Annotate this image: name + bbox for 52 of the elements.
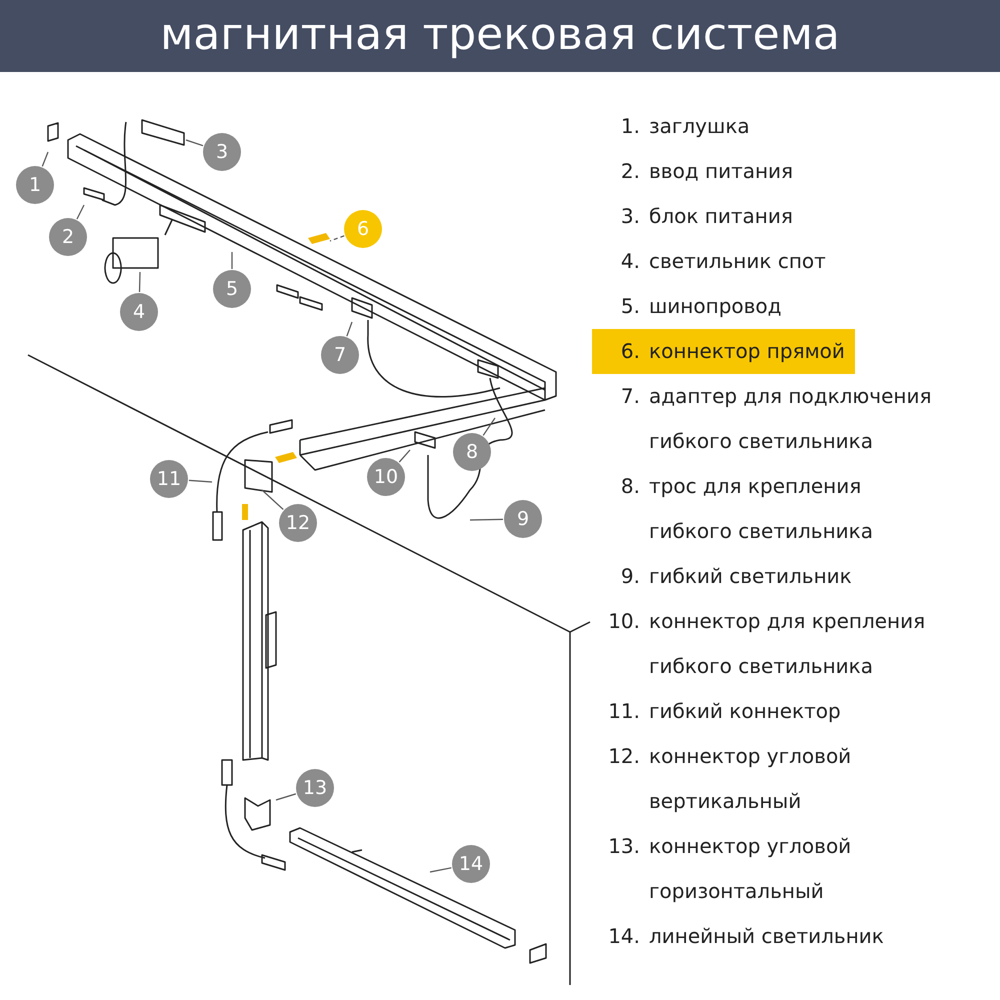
callout-number: 2 — [49, 218, 87, 256]
leader-line — [231, 252, 233, 269]
leader-line — [188, 480, 212, 483]
list-number: 8. — [620, 473, 641, 500]
callout-number: 1 — [16, 166, 54, 204]
leader-line — [398, 450, 410, 462]
callout-number: 4 — [120, 293, 158, 331]
leader-line — [482, 418, 496, 436]
list-number: 5. — [620, 293, 641, 320]
list-number: 9. — [620, 563, 641, 590]
leader-line — [330, 235, 344, 242]
leader-line — [346, 322, 353, 336]
callout-number: 11 — [150, 460, 188, 498]
list-number: 11. — [607, 698, 641, 725]
part-name: светильник спот — [649, 248, 827, 275]
callout-number: 6 — [344, 210, 382, 248]
list-number: 10. — [607, 608, 641, 635]
callout-number: 12 — [279, 504, 317, 542]
part-name: блок питания — [649, 203, 794, 230]
leader-line — [430, 867, 452, 873]
callout-number: 10 — [367, 458, 405, 496]
leader-line — [42, 152, 49, 167]
part-name: линейный светильник — [649, 923, 885, 950]
part-name: заглушка — [649, 113, 751, 140]
leader-line — [262, 490, 284, 510]
title-bar: магнитная трековая система — [0, 0, 1000, 72]
leader-line — [186, 139, 204, 146]
list-number: 12. — [607, 743, 641, 770]
leader-line — [76, 204, 85, 220]
callout-number: 14 — [452, 845, 490, 883]
list-number: 1. — [620, 113, 641, 140]
list-number: 2. — [620, 158, 641, 185]
part-name: шинопровод — [649, 293, 782, 320]
callout-number: 3 — [203, 133, 241, 171]
callout-number: 5 — [213, 270, 251, 308]
list-number: 3. — [620, 203, 641, 230]
list-number: 4. — [620, 248, 641, 275]
callout-number: 7 — [321, 336, 359, 374]
leader-line — [138, 272, 141, 292]
list-number: 13. — [607, 833, 641, 860]
part-name: гибкий коннектор — [649, 698, 842, 725]
part-name: коннектор прямой — [649, 338, 845, 365]
callout-number: 9 — [504, 500, 542, 538]
part-name: гибкий светильник — [649, 563, 853, 590]
callout-number: 8 — [453, 433, 491, 471]
part-name: ввод питания — [649, 158, 794, 185]
leader-line — [276, 793, 296, 801]
list-number: 14. — [607, 923, 641, 950]
callout-number: 13 — [296, 769, 334, 807]
list-number: 7. — [620, 383, 641, 410]
list-number: 6. — [620, 338, 641, 365]
leader-line — [470, 518, 504, 521]
